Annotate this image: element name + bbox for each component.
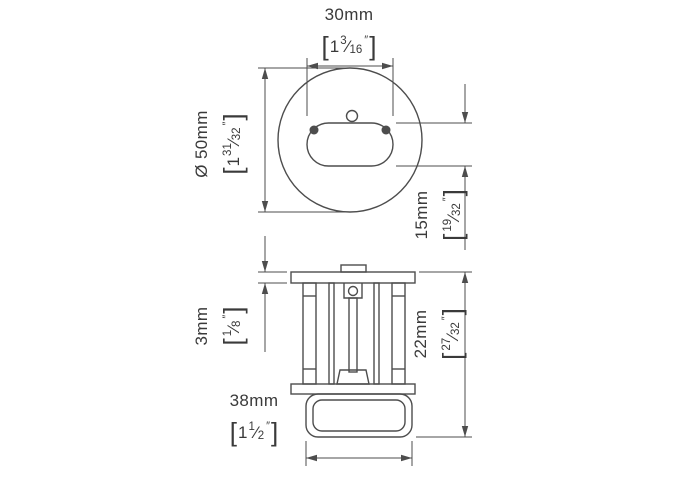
- dim-plate-thickness-label: 3mm [1⁄8″]: [191, 291, 251, 361]
- front-view: [290, 264, 416, 438]
- dim-imperial-text: [11⁄2″]: [199, 412, 309, 450]
- center-hole: [345, 109, 359, 123]
- bracket-open: [: [321, 31, 329, 61]
- dim-base-diameter-label: Ø 50mm [131⁄32″]: [191, 94, 251, 194]
- bumper-outer-outline: [305, 393, 413, 438]
- bracket-close: ]: [271, 417, 279, 447]
- pivot-dot-left: [309, 125, 319, 135]
- dim-metric-text: 22mm: [411, 309, 430, 359]
- dim-imperial-text: [1⁄8″]: [213, 291, 251, 361]
- inch-numerator: 1: [248, 421, 255, 433]
- arrowhead-down: [261, 261, 269, 272]
- dim-body-height: [416, 271, 472, 438]
- bracket-open: [: [438, 233, 468, 241]
- arrowhead-right: [401, 454, 412, 462]
- dim-slot-height: [396, 84, 472, 250]
- inch-mark: ″: [221, 314, 233, 319]
- dim-plate-thickness: [258, 236, 287, 352]
- arrowhead-down: [261, 201, 269, 212]
- inch-denominator: 32: [451, 203, 463, 217]
- inch-numerator: 31: [222, 143, 234, 156]
- arrowhead-up: [261, 68, 269, 79]
- dim-slot-width-label: 30mm [13⁄16″]: [294, 4, 404, 64]
- inch-mark: ″: [364, 34, 369, 46]
- inch-whole: 1: [329, 37, 340, 56]
- inch-denominator: 8: [231, 320, 243, 328]
- fraction-slash: ⁄: [444, 216, 463, 219]
- center-stem: [348, 297, 358, 373]
- inch-mark: ″: [221, 121, 233, 126]
- fraction-slash: ⁄: [346, 37, 350, 56]
- inch-mark: ″: [441, 197, 453, 202]
- inch-denominator: 32: [450, 322, 462, 336]
- arrowhead-down: [461, 112, 469, 123]
- dim-imperial-text: [19⁄32″]: [433, 175, 471, 255]
- inch-numerator: 3: [340, 35, 347, 47]
- top-view: [277, 67, 423, 213]
- rear-post-right: [373, 282, 380, 385]
- inch-denominator: 16: [349, 44, 363, 56]
- arrowhead-up: [261, 283, 269, 294]
- dim-metric-text: Ø 50mm: [192, 110, 211, 178]
- bottom-plate: [290, 383, 416, 395]
- bracket-close: ]: [218, 306, 248, 314]
- dim-imperial-text: [13⁄16″]: [294, 26, 404, 64]
- rear-post-left: [328, 282, 335, 385]
- bracket-close: ]: [437, 308, 467, 316]
- arrowhead-up: [461, 272, 469, 283]
- arrowhead-up: [461, 166, 469, 177]
- bracket-open: [: [437, 352, 467, 360]
- bracket-open: [: [229, 417, 237, 447]
- bracket-close: ]: [438, 189, 468, 197]
- base-circle-outline: [277, 67, 423, 213]
- bracket-close: ]: [218, 113, 248, 121]
- bracket-open: [: [218, 338, 248, 346]
- dim-imperial-text: [131⁄32″]: [213, 94, 251, 194]
- top-plate: [290, 271, 416, 284]
- inch-mark: ″: [266, 420, 271, 432]
- fraction-slash: ⁄: [224, 327, 243, 330]
- dim-bumper-width: [305, 441, 413, 466]
- inch-numerator: 27: [441, 337, 453, 351]
- pivot-pin: [347, 285, 359, 297]
- dim-metric-text: 38mm: [229, 391, 279, 410]
- inch-numerator: 19: [442, 218, 454, 232]
- fraction-slash: ⁄: [443, 335, 462, 338]
- arrowhead-left: [306, 454, 317, 462]
- dim-metric-text: 15mm: [412, 190, 431, 240]
- fraction-slash: ⁄: [224, 140, 243, 144]
- dim-slot-height-label: 15mm [19⁄32″]: [411, 175, 471, 255]
- fraction-slash: ⁄: [254, 423, 258, 442]
- inch-denominator: 2: [257, 430, 265, 442]
- dim-base-diameter: [258, 67, 346, 213]
- arrowhead-down: [461, 426, 469, 437]
- inch-whole: 1: [224, 156, 243, 167]
- pivot-dot-right: [381, 125, 391, 135]
- dim-metric-text: 3mm: [192, 306, 211, 346]
- dim-metric-text: 30mm: [324, 5, 374, 24]
- inch-numerator: 1: [222, 329, 234, 337]
- arrowhead-right: [382, 62, 393, 70]
- inch-mark: ″: [440, 316, 452, 321]
- dim-slot-width: [306, 58, 394, 116]
- bumper-inner-outline: [312, 399, 406, 432]
- dim-bumper-width-label: 38mm [11⁄2″]: [199, 390, 309, 450]
- dim-imperial-text: [27⁄32″]: [432, 294, 470, 374]
- inch-denominator: 32: [231, 127, 243, 141]
- slot-outline: [306, 122, 394, 167]
- inch-whole: 1: [237, 423, 248, 442]
- bracket-open: [: [218, 167, 248, 175]
- top-tab: [340, 264, 367, 273]
- dim-body-height-label: 22mm [27⁄32″]: [410, 294, 470, 374]
- bracket-close: ]: [369, 31, 377, 61]
